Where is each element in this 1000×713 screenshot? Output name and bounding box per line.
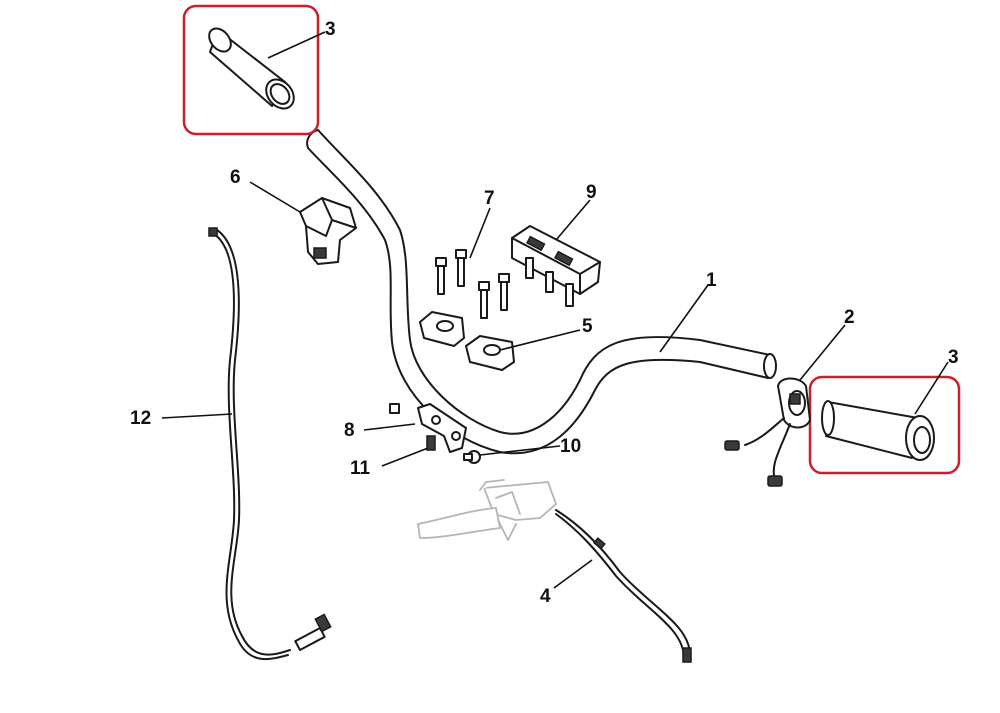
clutch-lever-ghost xyxy=(417,479,557,541)
callout-7: 7 xyxy=(484,188,495,209)
grip-left[interactable] xyxy=(182,4,320,136)
throttle-cable[interactable] xyxy=(208,227,332,661)
callout-3-right: 3 xyxy=(948,347,959,368)
callout-12: 12 xyxy=(130,408,151,429)
grip-left-highlight xyxy=(182,4,320,136)
handlebar[interactable] xyxy=(306,129,777,455)
bolts[interactable] xyxy=(435,249,510,319)
callout-4: 4 xyxy=(540,586,551,607)
clamp-top[interactable] xyxy=(511,225,601,307)
leader-lines xyxy=(161,31,949,589)
callout-10: 10 xyxy=(560,436,581,457)
callouts: 1 2 3 3 4 5 6 7 8 9 10 11 12 xyxy=(130,19,959,607)
screw[interactable] xyxy=(426,435,436,451)
bolt-small[interactable] xyxy=(463,450,481,464)
callout-3-left: 3 xyxy=(325,19,336,40)
callout-2: 2 xyxy=(844,307,855,328)
callout-11: 11 xyxy=(350,458,371,479)
switch-left[interactable] xyxy=(299,197,357,265)
grip-right-highlight xyxy=(808,375,961,475)
callout-9: 9 xyxy=(586,182,597,203)
bracket[interactable] xyxy=(389,403,467,453)
callout-1: 1 xyxy=(706,270,717,291)
callout-8: 8 xyxy=(344,420,355,441)
clutch-cable[interactable] xyxy=(555,509,692,663)
switch-right[interactable] xyxy=(724,377,811,487)
callout-5: 5 xyxy=(582,316,593,337)
clamp-lower[interactable] xyxy=(419,311,515,371)
grip-right[interactable] xyxy=(808,375,961,475)
callout-6: 6 xyxy=(230,167,241,188)
